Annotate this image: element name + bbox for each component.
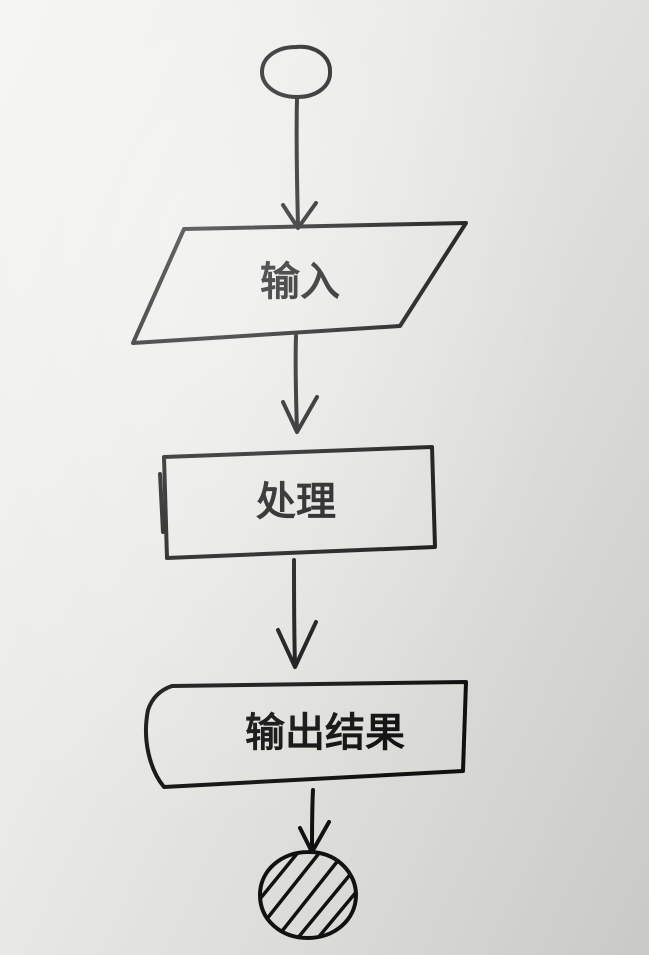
arrow-head <box>281 395 319 434</box>
arrow-process-to-output <box>276 558 318 669</box>
end-circle-hatching <box>260 852 356 938</box>
input-label: 输入 <box>260 258 340 305</box>
end-node <box>258 849 358 940</box>
arrow-shaft <box>292 558 297 667</box>
input-parallelogram-shape <box>131 221 468 345</box>
process-left-edge-stroke <box>158 472 165 534</box>
arrow-head <box>276 620 318 669</box>
arrow-head <box>298 820 331 854</box>
arrow-shaft <box>294 97 300 228</box>
arrow-input-to-process <box>281 334 319 434</box>
input-node: 输入 <box>131 221 468 345</box>
process-rectangle-shape <box>162 445 437 560</box>
output-rounded-rectangle-shape <box>144 680 468 789</box>
end-circle-shape <box>258 849 358 940</box>
arrow-output-to-end <box>298 788 331 854</box>
process-node: 处理 <box>158 445 437 560</box>
start-circle-shape <box>260 44 332 99</box>
output-node: 输出结果 <box>144 680 468 789</box>
process-label: 处理 <box>256 478 336 525</box>
arrow-shaft <box>293 334 299 432</box>
output-label: 输出结果 <box>245 709 405 756</box>
start-node <box>260 44 332 99</box>
arrow-start-to-input <box>281 97 318 230</box>
arrow-shaft <box>310 788 315 853</box>
